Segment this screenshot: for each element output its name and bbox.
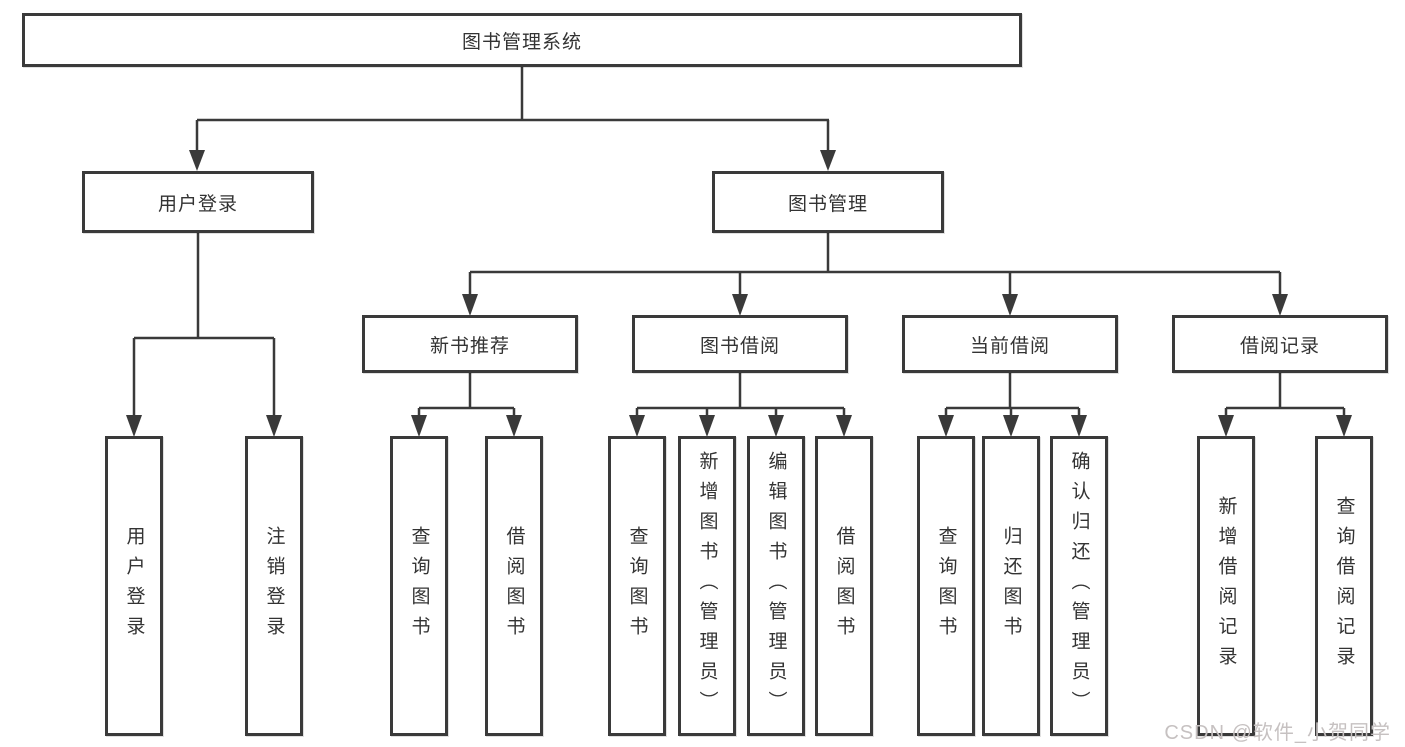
leaf-recommend-borrow-books-label: 借阅图书 xyxy=(503,526,525,646)
leaf-current-query-books: 查询图书 xyxy=(917,436,975,736)
node-current-borrowing-label: 当前借阅 xyxy=(969,335,1050,357)
node-root-label: 图书管理系统 xyxy=(461,31,582,53)
node-new-book-recommend-label: 新书推荐 xyxy=(429,335,510,357)
leaf-current-confirm-return-admin: 确认归还（管理员） xyxy=(1050,436,1108,736)
node-user-login: 用户登录 xyxy=(82,171,314,233)
node-borrowing-records: 借阅记录 xyxy=(1172,315,1388,373)
leaf-records-add-record-label: 新增借阅记录 xyxy=(1215,496,1237,676)
leaf-borrowing-borrow-books: 借阅图书 xyxy=(815,436,873,736)
leaf-borrowing-add-books-admin: 新增图书（管理员） xyxy=(678,436,736,736)
leaf-borrowing-add-books-admin-label: 新增图书（管理员） xyxy=(696,451,718,721)
leaf-logout-label: 注销登录 xyxy=(263,526,285,646)
node-new-book-recommend: 新书推荐 xyxy=(362,315,578,373)
node-root-system: 图书管理系统 xyxy=(22,13,1022,67)
node-book-management: 图书管理 xyxy=(712,171,944,233)
leaf-recommend-query-books-label: 查询图书 xyxy=(408,526,430,646)
leaf-records-query-record: 查询借阅记录 xyxy=(1315,436,1373,736)
csdn-watermark: CSDN @软件_小贺同学 xyxy=(1164,722,1391,744)
leaf-recommend-borrow-books: 借阅图书 xyxy=(485,436,543,736)
leaf-user-login: 用户登录 xyxy=(105,436,163,736)
node-book-borrowing: 图书借阅 xyxy=(632,315,848,373)
leaf-current-return-books: 归还图书 xyxy=(982,436,1040,736)
leaf-borrowing-edit-books-admin-label: 编辑图书（管理员） xyxy=(765,451,787,721)
node-user-login-label: 用户登录 xyxy=(157,193,238,215)
node-borrowing-records-label: 借阅记录 xyxy=(1239,335,1320,357)
leaf-records-add-record: 新增借阅记录 xyxy=(1197,436,1255,736)
leaf-borrowing-edit-books-admin: 编辑图书（管理员） xyxy=(747,436,805,736)
node-book-management-label: 图书管理 xyxy=(787,193,868,215)
leaf-borrowing-query-books-label: 查询图书 xyxy=(626,526,648,646)
leaf-borrowing-query-books: 查询图书 xyxy=(608,436,666,736)
leaf-logout: 注销登录 xyxy=(245,436,303,736)
leaf-records-query-record-label: 查询借阅记录 xyxy=(1333,496,1355,676)
leaf-current-query-books-label: 查询图书 xyxy=(935,526,957,646)
leaf-borrowing-borrow-books-label: 借阅图书 xyxy=(833,526,855,646)
leaf-current-return-books-label: 归还图书 xyxy=(1000,526,1022,646)
leaf-current-confirm-return-admin-label: 确认归还（管理员） xyxy=(1068,451,1090,721)
leaf-recommend-query-books: 查询图书 xyxy=(390,436,448,736)
leaf-user-login-label: 用户登录 xyxy=(123,526,145,646)
arrowheads xyxy=(126,150,1352,437)
node-book-borrowing-label: 图书借阅 xyxy=(699,335,780,357)
node-current-borrowing: 当前借阅 xyxy=(902,315,1118,373)
